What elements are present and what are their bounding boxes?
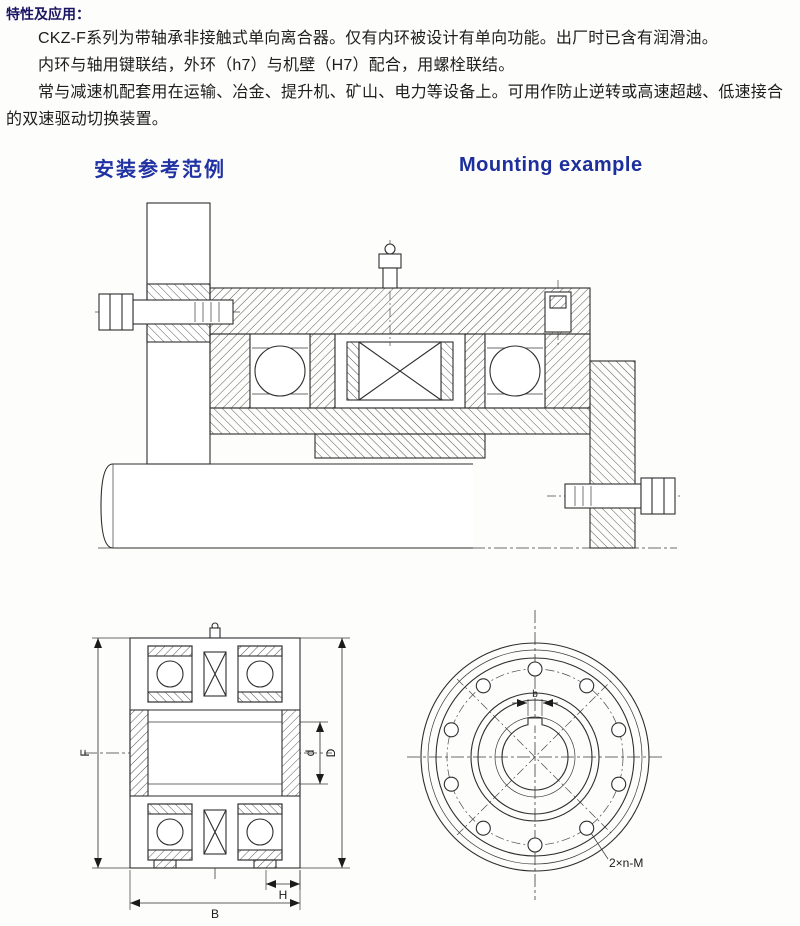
mounting-bolt-right [547,477,680,515]
grease-fitting [378,240,402,346]
dim-label-d: d [303,750,317,757]
dimension-B: B [129,870,301,921]
left-bearing [249,333,311,409]
housing-section [209,287,591,409]
inner-ring-section [209,407,591,459]
dimension-d: d [300,721,328,785]
bottom-bearings [147,803,283,869]
thread-note-label: 2×n-M [609,856,643,870]
dim-label-B: B [211,907,219,921]
intro-section: 特性及应用： CKZ-F系列为带轴承非接触式单向离合器。仅有内环被设计有单向功能… [6,3,796,133]
right-bearing [484,333,546,409]
screw-plug [544,280,572,348]
intro-paragraph-3: 常与减速机配套用在运输、冶金、提升机、矿山、电力等设备上。可用作防止逆转或高速超… [6,84,784,128]
dimension-D: D [300,637,350,869]
clutch-element [334,333,466,409]
dim-label-b: b [532,689,538,700]
dim-label-D: D [324,748,338,757]
bore-keyway [501,717,569,791]
heading-mounting-cn: 安装参考范例 [94,159,226,181]
intro-paragraph-1: CKZ-F系列为带轴承非接触式单向离合器。仅有内环被设计有单向功能。出厂时已含有… [38,30,718,47]
top-bearings [147,645,283,703]
shaft [100,463,473,549]
dim-label-F: F [78,749,92,756]
dimension-F: F [78,637,130,869]
diagonal-centerline-2 [456,678,614,836]
dimension-b: b [512,689,558,716]
intro-paragraph-2: 内环与轴用键联结，外环（h7）与机壁（H7）配合，用螺栓联结。 [38,57,515,74]
mounting-bolt-left [95,293,243,331]
section-view-drawing: F d D H [78,622,350,921]
bolt-holes [443,661,627,853]
front-view-drawing: b 2×n-M [407,610,663,900]
heading-mounting-en: Mounting example [459,154,643,176]
thread-note: 2×n-M [590,832,643,870]
end-flange [589,360,636,549]
machine-wall [146,202,211,465]
dim-label-H: H [279,888,288,902]
mounting-example-drawing [95,202,680,549]
section-title: 特性及应用： [6,6,90,22]
grease-fitting-small [209,622,221,639]
dimension-H: H [265,870,301,902]
